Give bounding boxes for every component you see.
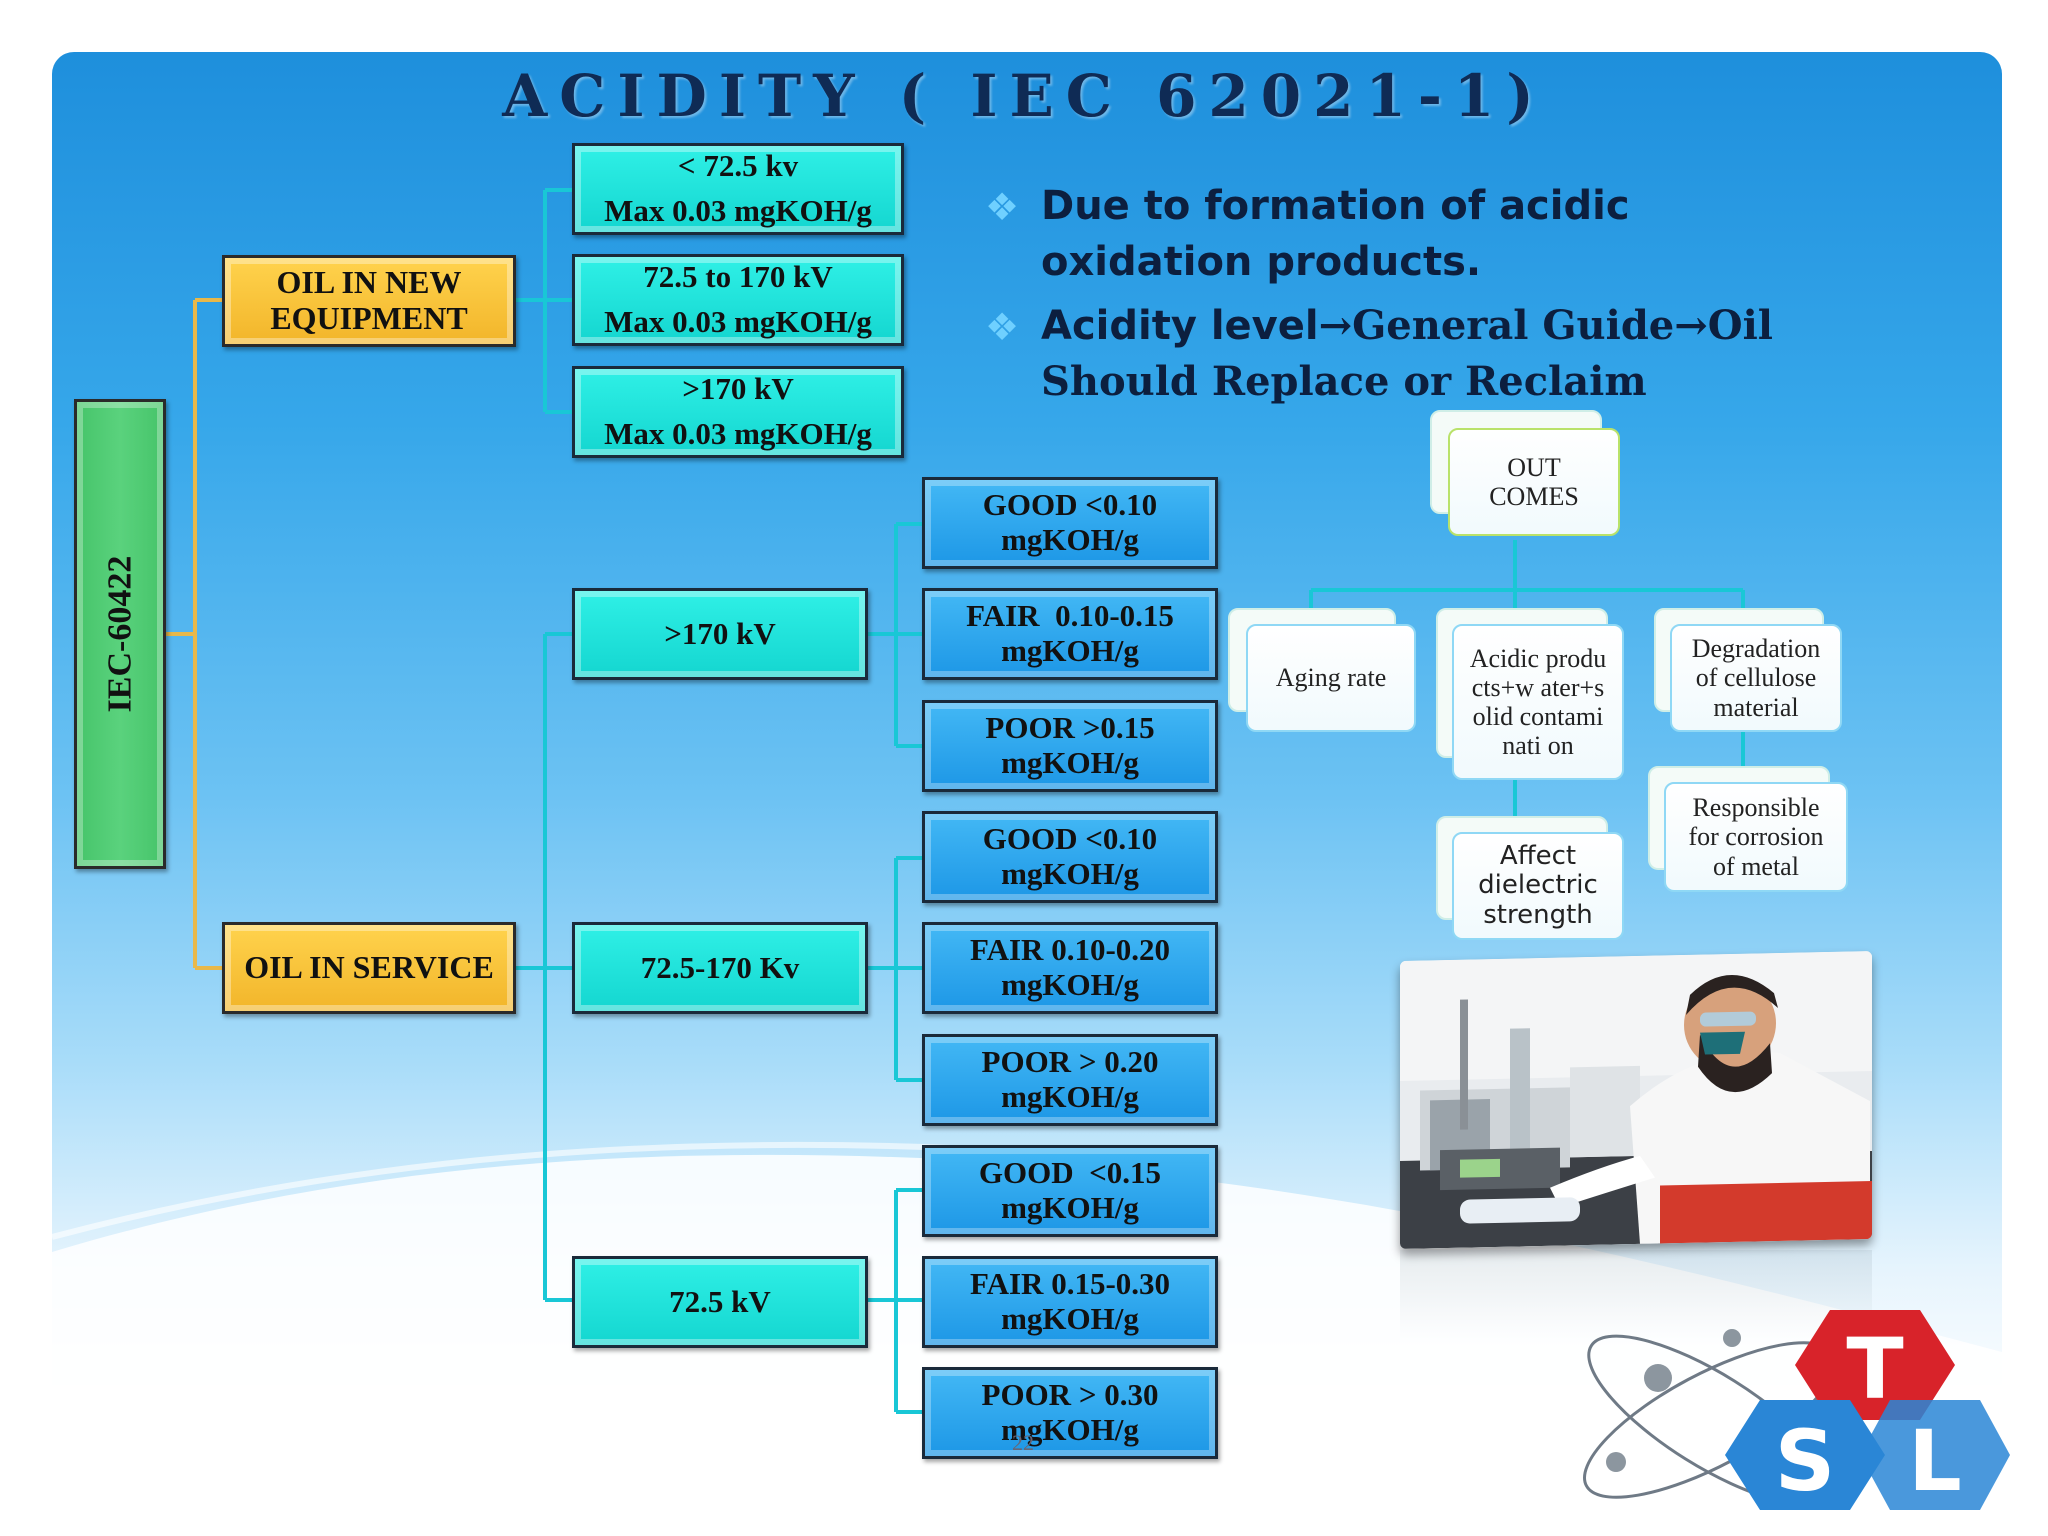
service-voltage-box: >170 kV: [572, 588, 868, 680]
grade-unit: mgKOH/g: [1001, 967, 1139, 1002]
service-voltage-label: 72.5 kV: [669, 1283, 771, 1319]
bullet-item: ❖ Due to formation of acidic oxidation p…: [985, 178, 1815, 290]
outcome-aging-label: Aging rate: [1275, 663, 1387, 693]
grade-range: FAIR 0.10-0.20: [969, 932, 1171, 968]
grade-good-box: GOOD <0.15 mgKOH/g: [922, 1145, 1218, 1237]
grade-range: GOOD <0.10: [982, 821, 1158, 857]
outcome-acidic-label: Acidic products+w ater+solid contaminati…: [1469, 643, 1607, 761]
grade-fair-box: FAIR 0.10-0.15 mgKOH/g: [922, 588, 1218, 680]
grade-fair-box: FAIR 0.10-0.20 mgKOH/g: [922, 922, 1218, 1014]
grade-good-box: GOOD <0.10 mgKOH/g: [922, 811, 1218, 903]
service-voltage-label: 72.5-170 Kv: [640, 949, 800, 985]
category-service-label: OIL IN SERVICE: [244, 949, 494, 986]
grade-range: GOOD <0.15: [978, 1155, 1162, 1191]
grade-unit: mgKOH/g: [1001, 633, 1139, 668]
grade-unit: mgKOH/g: [1001, 856, 1139, 891]
outcome-degradation-label: Degradation of cellulose material: [1691, 634, 1821, 722]
grade-unit: mgKOH/g: [1001, 1301, 1139, 1336]
service-voltage-box: 72.5 kV: [572, 1256, 868, 1348]
grade-range: FAIR 0.10-0.15: [966, 598, 1174, 634]
category-new-label: OIL IN NEW EQUIPMENT: [270, 264, 468, 336]
bullet-list: ❖ Due to formation of acidic oxidation p…: [985, 178, 1815, 418]
new-limit-box: >170 kV Max 0.03 mgKOH/g: [572, 366, 904, 458]
diamond-bullet-icon: ❖: [985, 187, 1020, 229]
grade-range: POOR > 0.20: [981, 1044, 1159, 1080]
new-limit-voltage: >170 kV: [682, 371, 794, 407]
lab-photo: [1400, 951, 1872, 1249]
outcomes-root: OUT COMES: [1448, 428, 1620, 536]
tsl-logo: T S L: [1583, 1310, 2010, 1510]
logo-letter-l: L: [1908, 1412, 1962, 1510]
root-standard-box: IEC-60422: [74, 399, 166, 869]
grade-poor-box: POOR >0.15 mgKOH/g: [922, 700, 1218, 792]
slide-title: ACIDITY ( IEC 62021-1): [502, 62, 1546, 130]
new-limit-voltage: < 72.5 kv: [677, 148, 799, 184]
service-voltage-label: >170 kV: [664, 615, 776, 651]
page-number: 22: [1012, 1430, 1034, 1455]
outcome-responsible: Responsible for corrosion of metal: [1664, 782, 1848, 892]
category-new-equipment: OIL IN NEW EQUIPMENT: [222, 255, 516, 347]
grade-unit: mgKOH/g: [1001, 1079, 1139, 1114]
outcome-acidic: Acidic products+w ater+solid contaminati…: [1452, 624, 1624, 780]
grade-range: GOOD <0.10: [982, 487, 1158, 523]
bullet-text-rest: →General Guide→Oil Should Replace or Rec…: [1041, 302, 1773, 405]
new-limit-value: Max 0.03 mgKOH/g: [604, 304, 872, 339]
outcome-affect-label: Affect dielectric strength: [1478, 841, 1598, 930]
logo-letter-t: T: [1846, 1320, 1903, 1418]
logo-letter-s: S: [1775, 1412, 1836, 1510]
category-in-service: OIL IN SERVICE: [222, 922, 516, 1014]
grade-unit: mgKOH/g: [1001, 745, 1139, 780]
outcome-affect: Affect dielectric strength: [1452, 832, 1624, 940]
root-standard-label: IEC-60422: [100, 555, 138, 713]
grade-good-box: GOOD <0.10 mgKOH/g: [922, 477, 1218, 569]
bullet-item: ❖ Acidity level→General Guide→Oil Should…: [985, 298, 1815, 410]
outcomes-root-label: OUT COMES: [1489, 452, 1579, 511]
grade-range: FAIR 0.15-0.30: [969, 1266, 1171, 1302]
grade-range: POOR >0.15: [985, 710, 1155, 746]
bullet-text: Due to formation of acidic oxidation pro…: [1041, 183, 1630, 285]
new-limit-box: < 72.5 kv Max 0.03 mgKOH/g: [572, 143, 904, 235]
grade-range: POOR > 0.30: [981, 1377, 1159, 1413]
grade-poor-box: POOR > 0.30 mgKOH/g: [922, 1367, 1218, 1459]
photo-reflection: [1400, 1250, 1872, 1340]
new-limit-value: Max 0.03 mgKOH/g: [604, 416, 872, 451]
grade-unit: mgKOH/g: [1001, 522, 1139, 557]
bullet-text-lead: Acidity level: [1041, 303, 1319, 349]
new-limit-value: Max 0.03 mgKOH/g: [604, 193, 872, 228]
new-limit-voltage: 72.5 to 170 kV: [643, 259, 833, 295]
grade-poor-box: POOR > 0.20 mgKOH/g: [922, 1034, 1218, 1126]
grade-unit: mgKOH/g: [1001, 1190, 1139, 1225]
outcome-responsible-label: Responsible for corrosion of metal: [1688, 793, 1824, 881]
outcome-degradation: Degradation of cellulose material: [1670, 624, 1842, 732]
outcome-aging: Aging rate: [1246, 624, 1416, 732]
grade-fair-box: FAIR 0.15-0.30 mgKOH/g: [922, 1256, 1218, 1348]
service-voltage-box: 72.5-170 Kv: [572, 922, 868, 1014]
new-limit-box: 72.5 to 170 kV Max 0.03 mgKOH/g: [572, 254, 904, 346]
diamond-bullet-icon: ❖: [985, 307, 1020, 349]
grade-unit: mgKOH/g: [1001, 1412, 1139, 1447]
